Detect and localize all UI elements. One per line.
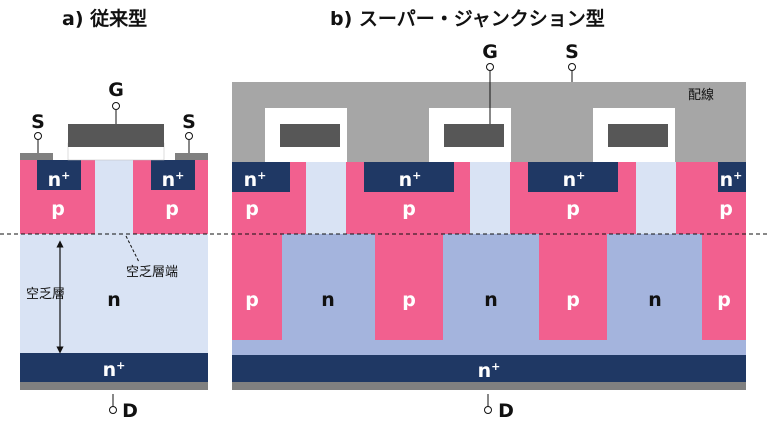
conventional-gate bbox=[68, 124, 164, 147]
conventional-structure bbox=[20, 124, 208, 390]
conventional-n-drift-label: n bbox=[107, 289, 121, 311]
conventional-n-plus-source-right bbox=[151, 160, 195, 190]
sj-n-plus-4-label: n+ bbox=[720, 169, 743, 191]
conventional-gate-label: G bbox=[108, 79, 124, 101]
conventional-source-label-left: S bbox=[31, 111, 45, 133]
sj-gate-3 bbox=[608, 124, 668, 147]
sj-p-body-2-label: p bbox=[402, 198, 416, 220]
sj-p-body-1-label: p bbox=[245, 198, 259, 220]
sj-p-pillar-3 bbox=[539, 234, 607, 340]
sj-gate-2 bbox=[444, 124, 504, 147]
sj-gate-1 bbox=[280, 124, 340, 147]
sj-p-pillar-1-label: p bbox=[245, 289, 259, 311]
sj-p-pillar-2 bbox=[375, 234, 443, 340]
conventional-p-right-label: p bbox=[165, 198, 179, 220]
sj-n-column-1-label: n bbox=[321, 289, 335, 311]
conventional-n-plus-right-label: n+ bbox=[162, 169, 185, 191]
sj-n-plus-source-2 bbox=[364, 162, 454, 192]
sj-p-pillar-4 bbox=[702, 234, 746, 340]
sj-n-plus-1-label: n+ bbox=[244, 169, 267, 191]
sj-p-pillar-3-label: p bbox=[566, 289, 580, 311]
sj-p-pillar-4-label: p bbox=[717, 289, 731, 311]
sj-terminal-wires bbox=[484, 63, 576, 414]
conventional-n-plus-left-label: n+ bbox=[48, 169, 71, 191]
conventional-n-drift bbox=[20, 234, 208, 353]
sj-n-plus-substrate-label: n+ bbox=[478, 360, 501, 382]
sj-n-plus-source-1 bbox=[232, 162, 290, 192]
conventional-n-plus-source-left bbox=[37, 160, 81, 190]
conventional-p-left-label: p bbox=[51, 198, 65, 220]
sj-jfet-region-1 bbox=[306, 162, 346, 234]
conventional-source-metal-left bbox=[20, 153, 53, 160]
superjunction-structure bbox=[232, 82, 746, 390]
conventional-title: a) 従来型 bbox=[62, 7, 147, 30]
conventional-n-plus-substrate-label: n+ bbox=[103, 359, 126, 381]
conventional-drain-label: D bbox=[122, 400, 138, 422]
sj-jfet-region-3 bbox=[636, 162, 676, 234]
sj-n-plus-3-label: n+ bbox=[563, 169, 586, 191]
superjunction-title: b) スーパー・ジャンクション型 bbox=[330, 7, 605, 30]
sj-gate-label: G bbox=[482, 41, 498, 63]
depletion-edge-label: 空乏層端 bbox=[126, 265, 178, 280]
sj-n-column-3-label: n bbox=[648, 289, 662, 311]
sj-p-body-4-label: p bbox=[719, 198, 733, 220]
sj-n-plus-substrate bbox=[232, 355, 746, 382]
sj-drain-label: D bbox=[498, 400, 514, 422]
conventional-terminal-wires bbox=[34, 102, 193, 414]
depletion-layer-label: 空乏層 bbox=[26, 287, 65, 302]
conventional-source-metal-right bbox=[175, 153, 208, 160]
conventional-drain-metal bbox=[20, 382, 208, 390]
sj-p-pillar-1 bbox=[232, 234, 282, 340]
sj-n-plus-source-4 bbox=[718, 162, 746, 192]
sj-n-plus-2-label: n+ bbox=[399, 169, 422, 191]
sj-p-body-3-label: p bbox=[566, 198, 580, 220]
sj-p-pillar-2-label: p bbox=[402, 289, 416, 311]
sj-n-plus-source-3 bbox=[528, 162, 618, 192]
sj-source-label: S bbox=[565, 41, 579, 63]
conventional-jfet-region bbox=[95, 160, 133, 234]
sj-jfet-region-2 bbox=[470, 162, 510, 234]
sj-n-column-2-label: n bbox=[484, 289, 498, 311]
sj-n-drift bbox=[232, 234, 746, 355]
wiring-label: 配線 bbox=[688, 87, 714, 103]
conventional-source-label-right: S bbox=[182, 111, 196, 133]
conventional-n-plus-substrate bbox=[20, 353, 208, 382]
sj-drain-metal bbox=[232, 382, 746, 390]
